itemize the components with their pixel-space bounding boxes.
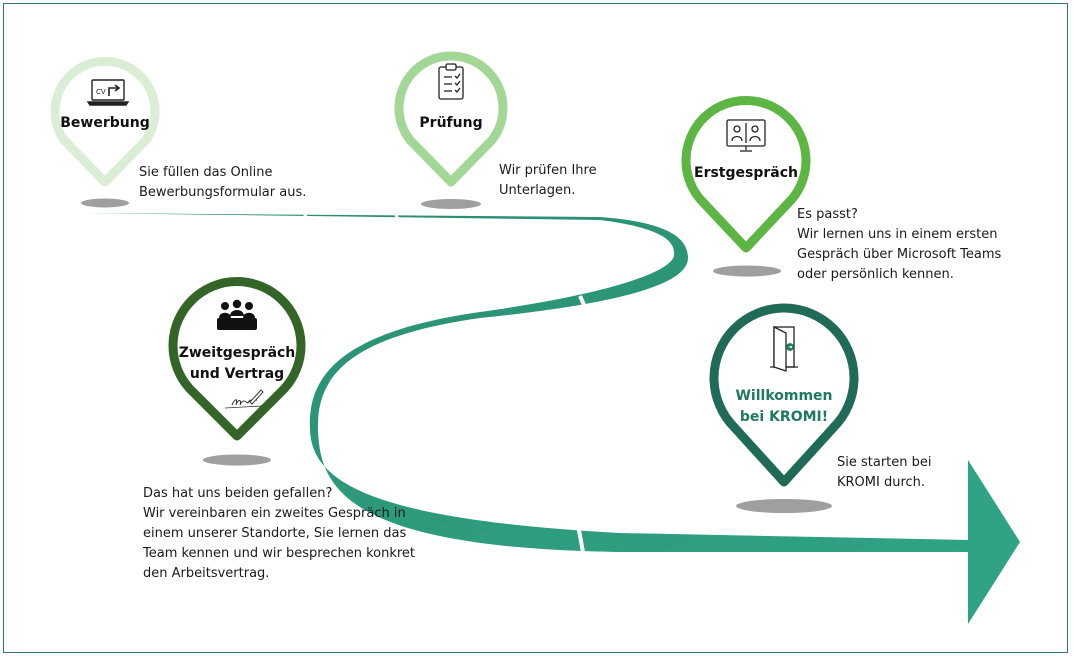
pin-title: Prüfung	[419, 115, 482, 131]
road-gap	[576, 524, 585, 553]
pin-marker	[394, 51, 508, 187]
pin-title: Bewerbung	[60, 115, 149, 131]
pin-marker	[168, 277, 306, 441]
pin-shadow	[713, 265, 781, 277]
pin-marker	[709, 303, 859, 487]
signature-pen-icon	[224, 389, 264, 409]
pin-title-line2: bei KROMI!	[740, 409, 828, 425]
step-description-willkommen: Sie starten bei KROMI durch.	[837, 455, 932, 490]
pin-shadow	[736, 499, 832, 513]
pin-shadow	[203, 454, 271, 466]
road-arrowhead	[968, 460, 1020, 624]
road-gap	[578, 295, 592, 319]
step-description-erstgespraech: Es passt? Wir lernen uns in einem ersten…	[797, 207, 1002, 282]
road-gap	[301, 209, 310, 223]
pin-shadow	[81, 198, 129, 208]
step-description-pruefung: Wir prüfen Ihre Unterlagen.	[499, 163, 597, 198]
step-description-zweitgespraech: Das hat uns beiden gefallen? Wir vereinb…	[143, 486, 416, 581]
pin-title-line2: und Vertrag	[190, 366, 284, 382]
video-call-icon	[726, 119, 766, 152]
svg-text:CV: CV	[96, 88, 106, 96]
road-gap	[392, 209, 401, 223]
pin-shadow	[421, 199, 481, 209]
pin-marker	[50, 56, 160, 187]
pin-title-line1: Zweitgespräch	[179, 345, 296, 361]
diagram-frame	[3, 3, 1068, 653]
pin-title: Erstgespräch	[694, 165, 798, 181]
meeting-group-icon	[217, 299, 257, 330]
pin-marker	[681, 96, 811, 253]
cv-laptop-icon: CV	[86, 79, 130, 106]
pin-title-line1: Willkommen	[735, 388, 832, 404]
clipboard-checklist-icon	[438, 63, 464, 100]
door-entry-icon	[770, 325, 798, 372]
step-description-bewerbung: Sie füllen das Online Bewerbungsformular…	[139, 165, 307, 200]
